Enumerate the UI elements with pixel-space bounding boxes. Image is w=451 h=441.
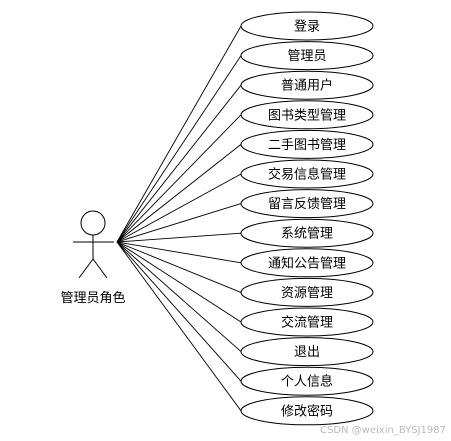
actor-head: [80, 210, 106, 236]
use-case-ellipse: [240, 129, 374, 159]
watermark: CSDN @weixin_BYSJ1987: [320, 425, 446, 436]
use-case-label: 交易信息管理: [268, 167, 346, 183]
use-case: 资源管理: [240, 277, 374, 307]
use-case: 二手图书管理: [240, 129, 374, 159]
actor-left-leg: [78, 258, 94, 279]
use-case: 通知公告管理: [240, 248, 374, 278]
use-case-ellipse: [240, 337, 374, 367]
association-line: [116, 241, 242, 352]
association-line: [116, 232, 242, 243]
association-line: [116, 241, 242, 323]
association-line: [116, 203, 242, 243]
use-case-ellipse: [240, 307, 374, 337]
use-case: 退出: [240, 337, 374, 367]
use-case-label: 普通用户: [281, 78, 333, 94]
use-case: 个人信息: [240, 366, 374, 396]
use-case-label: 系统管理: [281, 227, 333, 242]
association-line: [116, 173, 242, 243]
use-case-ellipse: [240, 100, 374, 130]
use-case-label: 个人信息: [281, 374, 333, 390]
use-case: 管理员: [240, 41, 374, 71]
use-case-ellipse: [240, 189, 374, 219]
association-line: [116, 241, 242, 293]
use-case-ellipse: [240, 366, 374, 396]
use-case-ellipse: [240, 41, 374, 71]
use-case-label: 图书类型管理: [268, 108, 346, 123]
use-case-label: 留言反馈管理: [268, 197, 346, 212]
use-case-list: 登录管理员普通用户图书类型管理二手图书管理交易信息管理留言反馈管理系统管理通知公…: [240, 11, 374, 426]
use-case: 交流管理: [240, 307, 374, 337]
use-case-ellipse: [240, 159, 374, 189]
association-line: [116, 114, 242, 243]
use-case: 图书类型管理: [240, 100, 374, 130]
association-line: [116, 241, 242, 264]
actor-figure: 管理员角色: [60, 210, 126, 306]
use-case: 修改密码: [240, 396, 374, 426]
use-case-ellipse: [240, 70, 374, 100]
use-case-label: 修改密码: [281, 403, 333, 419]
use-case-label: 二手图书管理: [268, 138, 346, 153]
use-case-label: 通知公告管理: [268, 255, 346, 271]
actor-right-leg: [92, 258, 108, 279]
use-case: 登录: [240, 11, 374, 41]
association-line: [116, 25, 242, 243]
use-case-ellipse: [240, 396, 374, 426]
use-case-ellipse: [240, 218, 374, 248]
use-case-label: 资源管理: [281, 286, 333, 301]
use-case: 留言反馈管理: [240, 189, 374, 219]
association-line: [116, 241, 242, 412]
association-line: [116, 55, 242, 243]
use-case-ellipse: [240, 11, 374, 41]
use-case-label: 交流管理: [281, 315, 333, 331]
use-case: 交易信息管理: [240, 159, 374, 189]
use-case-ellipse: [240, 277, 374, 307]
association-line: [116, 144, 242, 243]
use-case: 普通用户: [240, 70, 374, 100]
use-case: 系统管理: [240, 218, 374, 248]
use-case-label: 退出: [294, 345, 320, 360]
association-line: [116, 84, 242, 243]
association-lines: [116, 25, 242, 412]
actor-label: 管理员角色: [60, 290, 125, 306]
association-line: [116, 241, 242, 382]
use-case-label: 登录: [294, 20, 320, 35]
use-case-ellipse: [240, 248, 374, 278]
use-case-label: 管理员: [287, 49, 326, 64]
